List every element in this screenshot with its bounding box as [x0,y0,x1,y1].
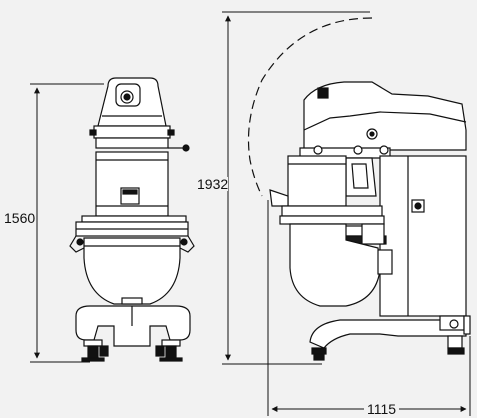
side-view-mixer [269,81,471,361]
front-base [75,305,191,347]
front-bowl [83,237,181,305]
side-depth-label: 1115 [364,402,400,416]
front-height-label: 1560 [4,210,36,226]
front-height-dimension [30,83,104,363]
side-base [309,319,467,349]
side-column [379,155,467,317]
front-column [95,151,169,217]
side-motor-head [303,81,467,151]
side-swing-arc [247,17,373,197]
side-height-label: 1932 [197,176,229,192]
front-view-mixer [69,77,195,362]
